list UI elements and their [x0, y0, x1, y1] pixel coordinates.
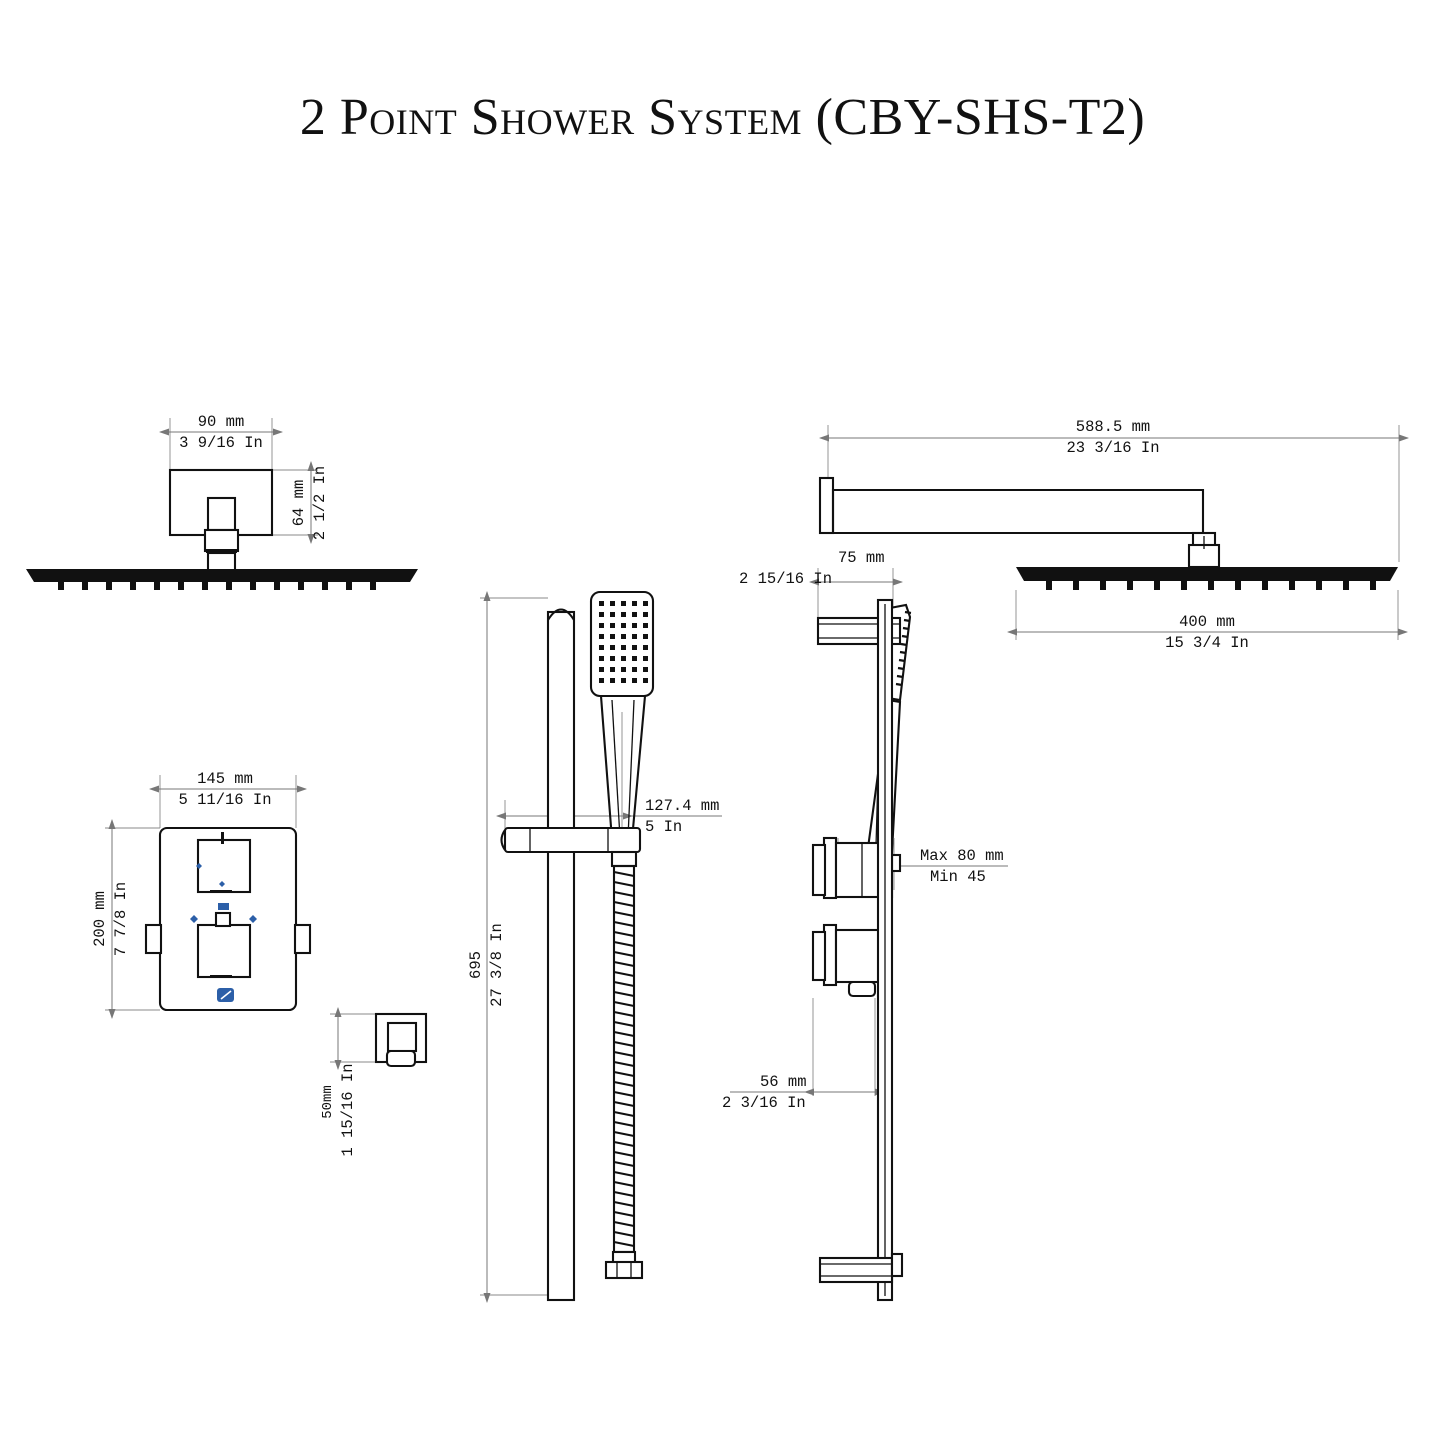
rain-head-slab-right	[1016, 567, 1398, 590]
swivel-upper	[206, 496, 237, 532]
page-title: 2 Point Shower System (CBY-SHS-T2)	[299, 89, 1146, 146]
holder-end-cap	[500, 829, 506, 851]
handle-indicator	[221, 832, 224, 844]
hand-shower-nozzle-edge	[895, 610, 912, 687]
rain-head-body	[26, 569, 418, 582]
dim-400-in: 15 3/4 In	[1165, 634, 1249, 652]
dim-75-in: 2 15/16 In	[739, 570, 832, 588]
dim-145-in: 5 11/16 In	[178, 791, 271, 809]
wall-union-outlet	[385, 1049, 417, 1068]
hand-shower-face	[589, 590, 655, 698]
rain-head-nozzles-right	[1046, 581, 1376, 590]
handle-base-upper	[210, 890, 232, 893]
hose-top-fitting	[610, 850, 638, 868]
rain-head-slab	[26, 569, 418, 590]
rain-head-body-right	[1016, 567, 1398, 581]
dim-127-in: 5 In	[645, 818, 682, 836]
lower-outlet	[847, 980, 877, 998]
upper-marker-icon	[219, 881, 225, 887]
arm-wall-flange	[818, 476, 835, 535]
swivel-washer	[206, 549, 237, 553]
hot-marker-icon	[249, 915, 257, 923]
dim-56-mm: 56 mm	[760, 1073, 807, 1091]
rain-head-nozzles	[58, 582, 376, 590]
view-wall-union: 50mm 1 15/16 In	[320, 1007, 428, 1157]
valve-side-tab-right	[293, 923, 312, 955]
bottom-wall-bracket	[818, 1252, 904, 1284]
slide-bar-top-cap	[547, 608, 575, 621]
view-side-assembly: 588.5 mm 23 3/16 In	[722, 418, 1409, 1302]
dim-min-mm: Min 45	[930, 868, 986, 886]
temperature-handle-stem	[214, 911, 232, 928]
shower-arm-tube	[831, 488, 1205, 535]
view-valve-front: 145 mm 5 11/16 In 200 mm 7 7/8 In	[91, 770, 312, 1019]
view-slide-bar-center: 695 27 3/8 In 127.4 mm 5 In	[467, 590, 722, 1303]
hose-coils	[613, 871, 635, 1247]
dim-50-in: 1 15/16 In	[339, 1063, 357, 1156]
hand-shower-handle	[599, 695, 647, 842]
flexible-hose	[604, 864, 644, 1280]
valve-stem-side	[890, 853, 902, 873]
flow-marker-icon	[218, 903, 229, 910]
handle-base-lower	[210, 975, 232, 978]
view-rain-head-front: 90 mm 3 9/16 In 64 mm 2 1/2 In	[26, 413, 418, 590]
holder-arm	[503, 826, 642, 854]
dim-588-in: 23 3/16 In	[1066, 439, 1159, 457]
dim-64-mm: 64 mm	[290, 480, 308, 527]
dim-200-mm: 200 mm	[91, 891, 109, 947]
lower-wall-edge	[811, 930, 827, 982]
dim-75-mm: 75 mm	[838, 549, 885, 567]
dim-695-mm: 695	[467, 951, 485, 979]
dim-max-mm: Max 80 mm	[920, 847, 1004, 865]
cold-marker-icon	[190, 915, 198, 923]
valve-wall-edge	[811, 843, 827, 897]
dim-400-mm: 400 mm	[1179, 613, 1235, 631]
slide-bar	[546, 610, 576, 1302]
handle-edge-line	[611, 699, 621, 839]
hand-shower-holder-bracket	[500, 826, 642, 854]
bracket-clip	[890, 1252, 904, 1278]
logo-badge-stroke	[220, 990, 232, 1000]
dim-56-in: 2 3/16 In	[722, 1094, 806, 1112]
bottom-bracket-arm	[818, 1256, 894, 1284]
swivel-nut	[203, 528, 240, 553]
dim-64-in: 2 1/2 In	[311, 466, 329, 540]
valve-body-lower-side	[811, 923, 890, 998]
hose-end-nut	[604, 1260, 644, 1280]
handle-edge-line	[627, 699, 635, 839]
hand-shower-nozzles	[599, 601, 648, 683]
dim-50-mm: 50mm	[320, 1085, 336, 1119]
dim-588-mm: 588.5 mm	[1076, 418, 1150, 436]
valve-side-tab-left	[144, 923, 163, 955]
upper-left-marker-icon	[196, 863, 202, 869]
dim-145-mm: 145 mm	[197, 770, 253, 788]
dim-90-in: 3 9/16 In	[179, 434, 263, 452]
dim-695-in: 27 3/8 In	[488, 923, 506, 1007]
dim-200-in: 7 7/8 In	[112, 882, 130, 956]
dim-90-mm: 90 mm	[198, 413, 245, 431]
dim-127-mm: 127.4 mm	[645, 797, 719, 815]
